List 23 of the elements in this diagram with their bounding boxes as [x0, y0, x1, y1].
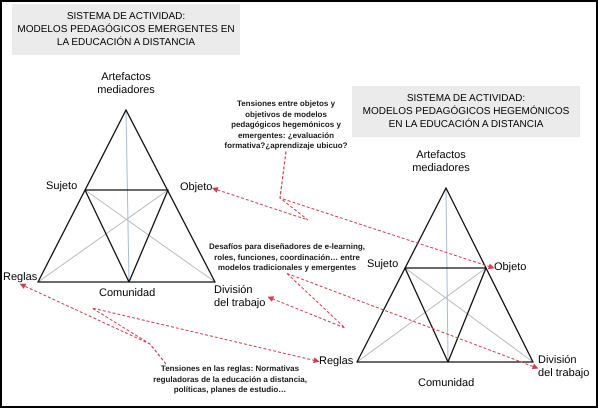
dashed-arrow [92, 308, 320, 364]
dashed-arrow [279, 151, 494, 270]
vertex-label: Sujeto [367, 258, 398, 271]
vertex-label: Objeto [180, 181, 212, 194]
vertex-label: Comunidad [99, 287, 156, 300]
banner-text: MODELOS PEDAGÓGICOS HEGEMÓNICOS EN LA EDUCACIÓN A DISTANCIA [362, 105, 570, 131]
dashed-arrow [286, 273, 538, 370]
vertex-label: Sujeto [46, 180, 78, 193]
vertex-label: Reglas [319, 355, 354, 368]
tension-note: Desafíos para diseñadores de e-learning, roles, funciones, coordinación… entre modelos tradicionales y emergentes [208, 242, 366, 274]
vertex-label: Artefactos mediadores [96, 71, 156, 97]
banner-text: MODELOS PEDAGÓGICOS EMERGENTES EN LA EDUCACIÓN A DISTANCIA [16, 23, 236, 49]
banner-heading: SISTEMA DE ACTIVIDAD: [66, 10, 186, 23]
banner-heading: SISTEMA DE ACTIVIDAD: [406, 92, 526, 105]
tension-note: Tensiones en las reglas: Normativas reguladoras de la educación a distancia, políticas, planes de estudio… [150, 364, 310, 396]
vertex-label: Artefactos mediadores [411, 149, 471, 175]
vertex-label: Reglas [3, 271, 38, 284]
vertex-label: Objeto [494, 261, 526, 274]
vertex-label: Comunidad [418, 377, 474, 390]
vertex-label: División del trabajo [214, 284, 268, 310]
vertex-label: División del trabajo [538, 354, 592, 380]
tension-note: Tensiones entre objetos y objetivos de modelos pedagógicos hegemónicos y emergentes: ¿evaluación formativa?¿aprendizaje ubicuo? [222, 99, 350, 152]
dashed-arrow [268, 273, 346, 328]
